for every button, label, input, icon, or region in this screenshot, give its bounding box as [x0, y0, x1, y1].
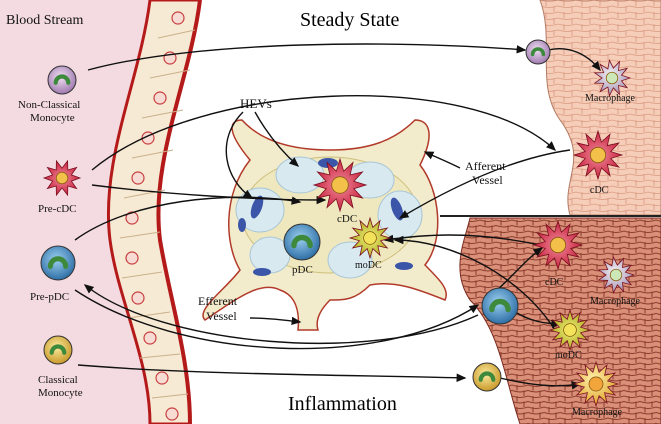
- hevs-label: HEVs: [240, 96, 272, 111]
- inf-modc-label: moDC: [555, 350, 582, 361]
- pre-cdc-cell: [42, 159, 82, 197]
- steady-state-title: Steady State: [300, 9, 400, 31]
- inf-modc-cell: [548, 308, 592, 352]
- ss-monocyte-cell: [525, 39, 551, 65]
- ss-cdc-label: cDC: [590, 185, 609, 196]
- lymph-node: [202, 119, 447, 331]
- ln-pdc-cell: [283, 223, 321, 261]
- ln-pdc-label: pDC: [292, 264, 313, 276]
- endothelial-cells: [125, 11, 185, 421]
- efferent-label-2: Vessel: [206, 309, 237, 323]
- steady-tissue: [539, 0, 661, 216]
- pre-cdc-label: Pre-cDC: [38, 203, 77, 215]
- ln-cdc-label: cDC: [337, 213, 357, 225]
- classical-label-1: Classical: [38, 374, 78, 386]
- inf-cdc-cell: [532, 219, 584, 271]
- blood-stream-label: Blood Stream: [6, 13, 83, 28]
- inf-macrophage2-label: Macrophage: [572, 407, 623, 418]
- classical-label-2: Monocyte: [38, 387, 83, 399]
- inf-monocyte-cell: [472, 362, 502, 392]
- ln-cdc-cell: [312, 157, 368, 213]
- pre-pdc-cell: [40, 245, 76, 281]
- pre-pdc-label: Pre-pDC: [30, 291, 69, 303]
- inf-pdc-cell: [481, 287, 519, 325]
- ln-modc-cell: [348, 216, 392, 260]
- ss-cdc-cell: [572, 129, 624, 181]
- ss-macrophage-label: Macrophage: [585, 93, 636, 104]
- afferent-label-1: Afferent: [465, 159, 506, 173]
- non-classical-label-1: Non-Classical: [18, 99, 80, 111]
- inflammation-title: Inflammation: [288, 393, 397, 415]
- inf-macrophage-cell: [597, 255, 636, 295]
- ln-modc-label: moDC: [355, 260, 382, 271]
- ss-macrophage-cell: [593, 58, 632, 98]
- inf-cdc-label: cDC: [545, 277, 564, 288]
- non-classical-monocyte-cell: [47, 65, 77, 95]
- non-classical-label-2: Monocyte: [30, 112, 75, 124]
- inf-macrophage-label: Macrophage: [590, 296, 641, 307]
- classical-monocyte-cell: [43, 335, 73, 365]
- afferent-label-2: Vessel: [472, 173, 503, 187]
- inf-macrophage2-cell: [572, 360, 620, 408]
- efferent-label-1: Efferent: [198, 294, 238, 308]
